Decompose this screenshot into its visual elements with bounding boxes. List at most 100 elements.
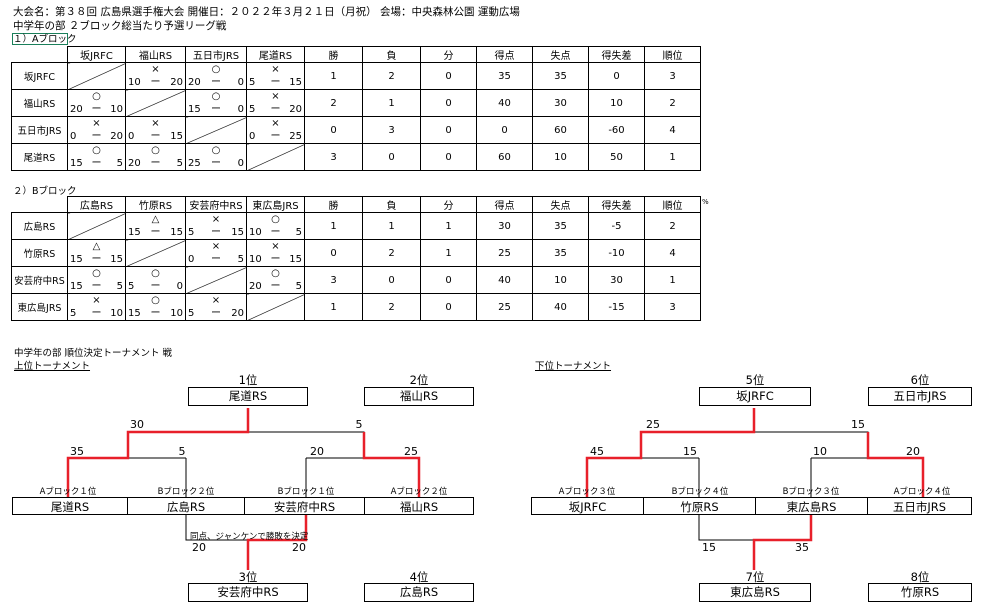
score-own: 20 (249, 281, 262, 292)
result-mark: ○ (271, 268, 280, 279)
block-b-stat-cell: 1 (420, 212, 477, 240)
block-b-stat-cell: 3 (644, 293, 701, 321)
upper-third-score-left: 20 (192, 541, 206, 554)
result-mark: × (211, 295, 221, 306)
block-b-stat-cell: -5 (588, 212, 645, 240)
upper-final-score-right: 5 (355, 418, 363, 431)
block-a-stat-cell: 1 (644, 143, 701, 171)
score-opp: 15 (289, 77, 302, 88)
block-b-stat-cell: 30 (476, 212, 533, 240)
result-mark: × (211, 214, 221, 225)
block-b-stat-cell: 0 (362, 266, 421, 294)
result-mark: × (211, 241, 221, 252)
result-mark: ○ (151, 145, 160, 156)
upper-rank1-label: 1位 (238, 373, 258, 387)
lower-seed-2: Bブロック４位 (671, 487, 729, 497)
block-a-stat-cell: 40 (476, 89, 533, 117)
upper-final-score-left: 30 (130, 418, 144, 431)
lower-seed-3: Bブロック３位 (782, 487, 840, 497)
score-opp: 5 (176, 158, 183, 169)
result-mark: × (151, 118, 160, 129)
score-own: 15 (70, 254, 83, 265)
result-mark: × (271, 118, 280, 129)
score-dash: ー (150, 227, 161, 238)
score-own: 0 (70, 131, 77, 142)
score-own: 0 (128, 131, 135, 142)
score-dash: ー (91, 104, 102, 115)
score-own: 0 (249, 131, 256, 142)
upper-rank4-label: 4位 (409, 570, 429, 584)
score-own: 5 (188, 227, 195, 238)
block-b-stat-cell: 1 (304, 293, 363, 321)
upper-rank3-label: 3位 (238, 570, 258, 584)
upper-rank1-team: 尾道RS (188, 387, 308, 406)
score-dash: ー (91, 158, 102, 169)
block-a-stat-cell: 60 (476, 143, 533, 171)
upper-seed-1: Aブロック１位 (39, 487, 97, 497)
block-a-stat-cell: 2 (644, 89, 701, 117)
score-dash: ー (270, 77, 281, 88)
event-info: 大会名：第３８回 広島県選手権大会 開催日：２０２２年３月２１日（月祝） 会場：… (13, 6, 520, 18)
block-b-stat-cell: -10 (588, 239, 645, 267)
lower-rank8-label: 8位 (910, 570, 930, 584)
upper-team-2: 広島RS (127, 497, 245, 515)
lower-rank7-label: 7位 (745, 570, 765, 584)
lower-third-score-right: 35 (795, 541, 809, 554)
score-dash: ー (150, 131, 161, 142)
lower-rank6-label: 6位 (910, 373, 930, 387)
result-mark: ○ (211, 91, 221, 102)
score-opp: 20 (170, 77, 183, 88)
block-a-stat-cell: 60 (532, 116, 589, 144)
block-a-label: １）Aブロック (12, 33, 77, 45)
score-opp: 25 (289, 131, 302, 142)
block-a-stat-cell: 10 (588, 89, 645, 117)
block-b-stat-cell: 1 (644, 266, 701, 294)
result-mark: ○ (92, 268, 101, 279)
score-opp: 5 (295, 281, 302, 292)
lower-semi1-score-right: 15 (683, 445, 697, 458)
score-opp: 0 (237, 77, 244, 88)
score-dash: ー (270, 281, 281, 292)
upper-rank2-label: 2位 (409, 373, 429, 387)
block-a-stat-cell: 3 (644, 62, 701, 90)
lower-rank6-team: 五日市JRS (868, 387, 972, 406)
upper-seed-2: Bブロック２位 (157, 487, 215, 497)
block-a-stat-cell: 50 (588, 143, 645, 171)
score-own: 10 (249, 254, 262, 265)
lower-seed-4: Aブロック４位 (893, 487, 951, 497)
score-dash: ー (211, 77, 221, 88)
score-own: 20 (128, 158, 141, 169)
score-own: 5 (128, 281, 135, 292)
score-opp: 5 (116, 158, 123, 169)
upper-semi2-score-right: 25 (404, 445, 418, 458)
result-mark: ○ (211, 145, 221, 156)
score-opp: 5 (237, 254, 244, 265)
lower-rank5-team: 坂JRFC (699, 387, 811, 406)
upper-tournament-label: 上位トーナメント (14, 361, 91, 372)
block-b-stat-cell: 25 (476, 293, 533, 321)
result-mark: × (271, 91, 280, 102)
lower-team-2: 竹原RS (643, 497, 756, 515)
lower-third-score-left: 15 (702, 541, 716, 554)
upper-team-1: 尾道RS (12, 497, 128, 515)
score-dash: ー (270, 131, 281, 142)
block-b-row-team: 東広島JRS (11, 293, 68, 321)
lower-final-score-right: 15 (851, 418, 865, 431)
block-a-row-team: 坂JRFC (11, 62, 68, 90)
block-b-stat-cell: 2 (362, 293, 421, 321)
upper-semi1-score-right: 5 (178, 445, 186, 458)
lower-rank8-team: 竹原RS (868, 583, 972, 602)
lower-team-4: 五日市JRS (867, 497, 972, 515)
block-a-self-cell (125, 89, 186, 117)
result-mark: × (151, 64, 160, 75)
